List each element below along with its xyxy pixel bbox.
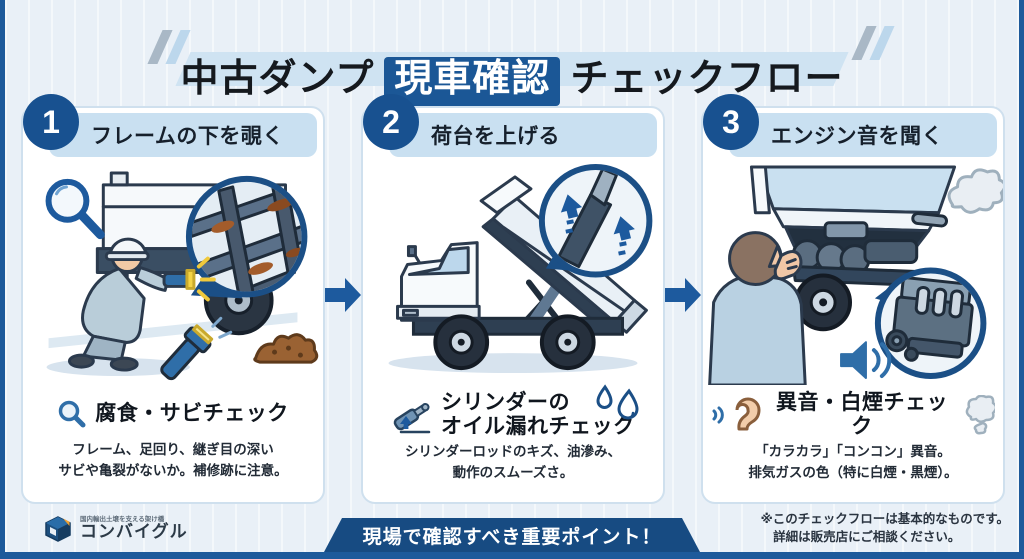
check-title: 腐食・サビチェック (95, 401, 289, 425)
cylinder-icon (389, 394, 433, 436)
logo-tagline: 国内輸出土壌を支える架け橋 (80, 516, 165, 524)
step-card: フレームの下を覗く (21, 106, 325, 504)
worker-figure (67, 237, 196, 372)
footer: 国内輸出土壌を支える架け橋 コンバイグル 現場で確認すべき重要ポイント！ ※この… (5, 504, 1019, 552)
check-section: 腐食・サビチェック フレーム、足回り、継ぎ目の深い サビや亀裂がないか。補修跡に… (23, 391, 323, 490)
step-title: エンジン音を聞く (729, 113, 997, 157)
check-body: 「カラカラ」「コンコン」異音。 排気ガスの色（特に白煙・黒煙）。 (748, 444, 958, 481)
rust-pile (253, 333, 319, 364)
magnifier-icon (45, 178, 105, 240)
check-title: 異音・白煙チェック (776, 391, 948, 439)
logo: 国内輸出土壌を支える架け橋 コンバイグル (43, 514, 188, 544)
illustration-raised-bed (363, 157, 663, 391)
flow-arrow-icon (665, 278, 701, 317)
magnifier-icon (57, 399, 87, 429)
step-title: フレームの下を覗く (49, 113, 317, 157)
smoke-puff (947, 168, 1003, 214)
disclaimer-note: ※このチェックフローは基本的なものです。 詳細は販売店にご相談ください。 (760, 512, 1009, 544)
step-card: 荷台を上げる (361, 106, 665, 504)
flashlight-icon (160, 324, 214, 381)
ear-icon (711, 396, 763, 434)
check-title: シリンダーの オイル漏れチェック (441, 391, 635, 439)
header: 中古ダンプ現車確認チェックフロー (5, 0, 1019, 107)
step-panel-1: 1 フレームの下を覗く (21, 94, 325, 504)
logo-box-icon (45, 516, 71, 542)
logo-name: コンバイグル (80, 522, 188, 542)
oil-droplets-icon (593, 383, 645, 432)
illustration-engine-sound (703, 157, 1003, 391)
title-prefix: 中古ダンプ (180, 58, 375, 101)
steps-row: 1 フレームの下を覗く (5, 94, 1019, 504)
step-number-badge: 2 (363, 94, 419, 150)
step-card: エンジン音を聞く (701, 106, 1005, 504)
illustration-under-frame (23, 157, 323, 391)
step-title: 荷台を上げる (389, 113, 657, 157)
step-number-badge: 1 (23, 94, 79, 150)
title-highlight-badge: 現車確認 (384, 57, 561, 107)
smoke-icon (961, 395, 995, 435)
check-section: シリンダーの オイル漏れチェック シリンダーロッドのキズ、油滲み、 動作のスムー… (363, 384, 663, 492)
listener-figure (708, 231, 807, 385)
key-point-banner: 現場で確認すべき重要ポイント！ (324, 518, 700, 552)
step-number-badge: 3 (703, 94, 759, 150)
check-body: フレーム、足回り、継ぎ目の深い サビや亀裂がないか。補修跡に注意。 (58, 442, 288, 478)
speaker-icon (840, 341, 892, 380)
check-section: 異音・白煙チェック 「カラカラ」「コンコン」異音。 排気ガスの色（特に白煙・黒煙… (703, 391, 1003, 492)
title-suffix: チェックフロー (570, 58, 844, 101)
step-panel-3: 3 エンジン音を聞く (701, 94, 1005, 504)
page-title: 中古ダンプ現車確認チェックフロー (5, 47, 1019, 107)
step-panel-2: 2 荷台を上げる (361, 94, 665, 504)
flow-arrow-icon (325, 278, 361, 317)
check-body: シリンダーロッドのキズ、油滲み、 動作のスムーズさ。 (405, 444, 621, 481)
